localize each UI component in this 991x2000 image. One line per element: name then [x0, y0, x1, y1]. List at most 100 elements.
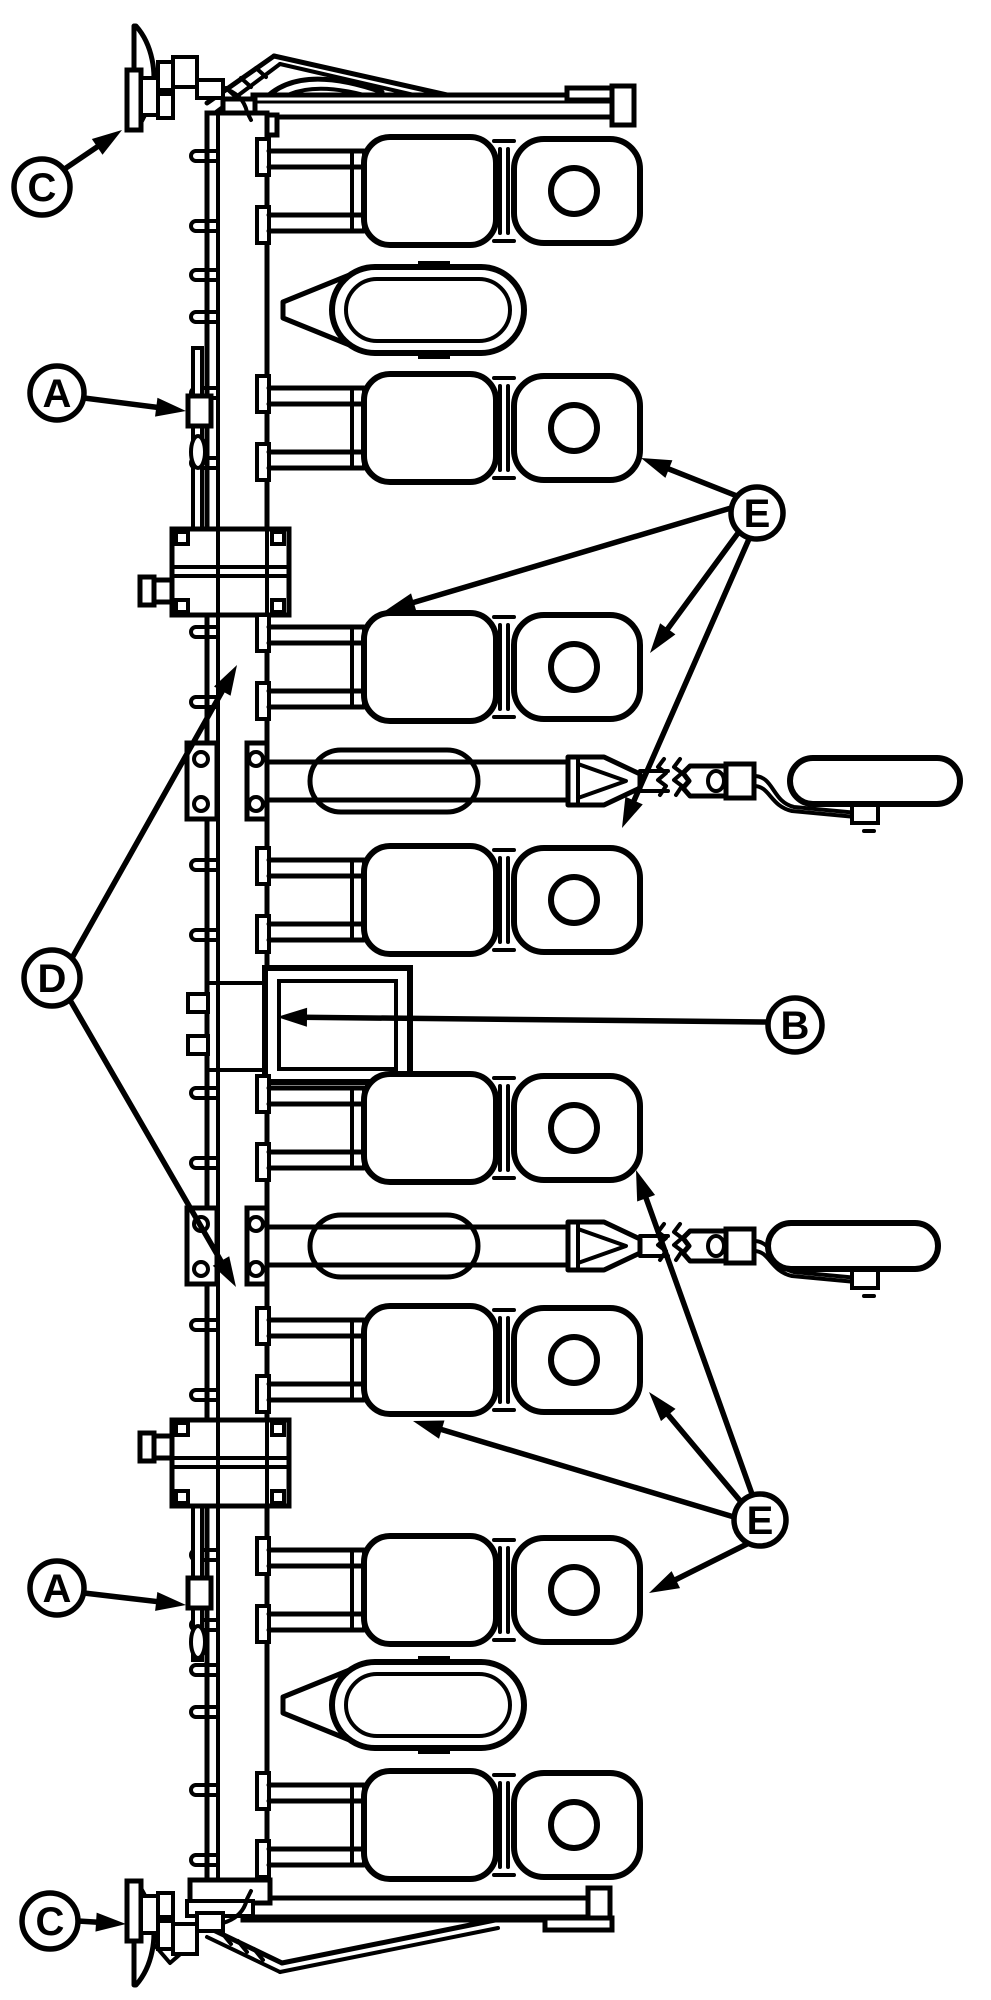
seed-hopper [361, 134, 499, 248]
break-symbol [656, 757, 668, 797]
callout-c-top-label: C [28, 166, 57, 210]
clamp-bolt [174, 530, 190, 546]
bottom-brace-hatch-2 [252, 1947, 265, 1962]
callout-e-bottom-arrow-line-1 [661, 1407, 745, 1506]
callout-e-bottom-arrowhead-1 [649, 1392, 676, 1422]
callout-d: D [21, 665, 237, 1287]
callout-c-top-arrow-line-0 [63, 140, 105, 171]
callout-e-top-arrowhead-0 [641, 458, 673, 478]
callout-d-arrowhead-1 [212, 1256, 236, 1287]
disc-step-bracket [171, 55, 199, 89]
ubolt-cap [189, 1705, 198, 1719]
clamp-assembly-1 [137, 526, 292, 618]
press-wheel-hub [548, 402, 600, 454]
hinge-bolt [247, 1215, 265, 1233]
callout-a-bottom-label: A [43, 1567, 72, 1611]
clamp-bolt [174, 1421, 190, 1437]
callout-e-top-arrowhead-1 [385, 593, 417, 612]
seed-hopper [361, 1768, 499, 1882]
ubolt-cap [189, 858, 198, 872]
row-mount-tab [255, 1536, 271, 1576]
bottom-brace-hatch-1 [236, 1939, 249, 1954]
callout-e-top-arrow-line-0 [660, 464, 740, 499]
disc-clamp-block [139, 76, 160, 117]
press-wheel-hub [548, 874, 600, 926]
callout-a-bottom-circle [27, 1558, 87, 1618]
ubolt-cap [189, 1318, 198, 1332]
seed-hopper [361, 843, 499, 957]
ubolt-cap [189, 625, 198, 639]
drill-unit-1 [280, 261, 527, 359]
callout-a-bottom-arrow-line-0 [81, 1590, 165, 1605]
planter-row-unit-4 [255, 843, 643, 957]
callout-d-circle [21, 947, 83, 1009]
disc-step-bracket [171, 1922, 199, 1956]
callout-e-top: E [385, 458, 786, 828]
callout-c-bottom: C [19, 1890, 126, 1952]
planter-row-unit-6 [255, 1303, 643, 1417]
break-symbol [672, 1222, 684, 1262]
stub-clamp-eye [706, 769, 726, 793]
disc-clamp-plate [124, 1878, 144, 1944]
clamp-bolt [270, 598, 286, 614]
top-hitch-bar [250, 92, 616, 120]
hinge-bolt [247, 750, 265, 768]
callout-e-bottom-arrow-line-0 [641, 1189, 755, 1497]
disc-marker-top [124, 23, 253, 133]
callout-a-top-label: A [43, 372, 72, 416]
clamp-body [169, 1417, 292, 1509]
stub-clamp-eye [706, 1234, 726, 1258]
ubolt-cap [189, 695, 198, 709]
clamp-body [169, 526, 292, 618]
row-mount-tab [255, 1771, 271, 1811]
callout-c-bottom-circle [19, 1890, 81, 1952]
seed-hopper [361, 1303, 499, 1417]
ubolt-cap [189, 268, 198, 282]
hinge-bolt [192, 795, 210, 813]
stub-arm-end [137, 574, 157, 608]
callout-e-top-label: E [744, 492, 771, 536]
hinge-bolt [192, 1260, 210, 1278]
callout-c-top-circle [11, 156, 73, 218]
bottom-bar-end-flange [542, 1915, 615, 1933]
bottom-brace-hatch-0 [220, 1931, 233, 1946]
press-wheel-hub [548, 641, 600, 693]
bottom-brace-inner [205, 1935, 282, 1974]
clamp-assembly-2 [137, 1417, 292, 1509]
disc-arm-plate [195, 78, 225, 100]
callout-b-arrow-line-0 [298, 1014, 771, 1025]
ubolt-cap [189, 1156, 198, 1170]
callout-d-arrow-line-1 [67, 997, 227, 1269]
press-wheel-hub [548, 165, 600, 217]
callout-d-label: D [38, 957, 67, 1001]
top-bar-end-plate [609, 83, 637, 128]
marker-extension-tube [787, 755, 963, 807]
callout-c-top: C [11, 130, 122, 218]
rod-end-fitting [850, 1268, 880, 1290]
callout-a-top: A [27, 363, 186, 423]
disc-marker-bottom [124, 1878, 253, 1988]
press-wheel-hub [548, 1564, 600, 1616]
row-mount-tab [255, 1604, 271, 1644]
latch-slot [189, 434, 207, 470]
callout-b-label: B [781, 1004, 810, 1048]
row-mount-tab [255, 914, 271, 954]
disc-clamp-tab-1 [156, 60, 175, 92]
row-mount-tab [255, 1839, 271, 1879]
callout-e-top-arrowhead-3 [622, 796, 643, 828]
top-brace-right-outer [271, 53, 450, 98]
stub-clamp [723, 761, 757, 801]
ubolt-cap [189, 1783, 198, 1797]
marker-rod [752, 784, 858, 819]
callout-c-top-arrowhead-0 [91, 130, 122, 155]
disc-clamp-tab-2 [156, 1891, 175, 1919]
hinge-bolt [247, 1260, 265, 1278]
row-mount-tab [255, 613, 271, 653]
marker-tube-cover [307, 1212, 481, 1280]
latch-block [185, 1575, 214, 1611]
callout-e-top-arrow-line-1 [405, 505, 734, 607]
row-mount-tab [255, 1306, 271, 1346]
